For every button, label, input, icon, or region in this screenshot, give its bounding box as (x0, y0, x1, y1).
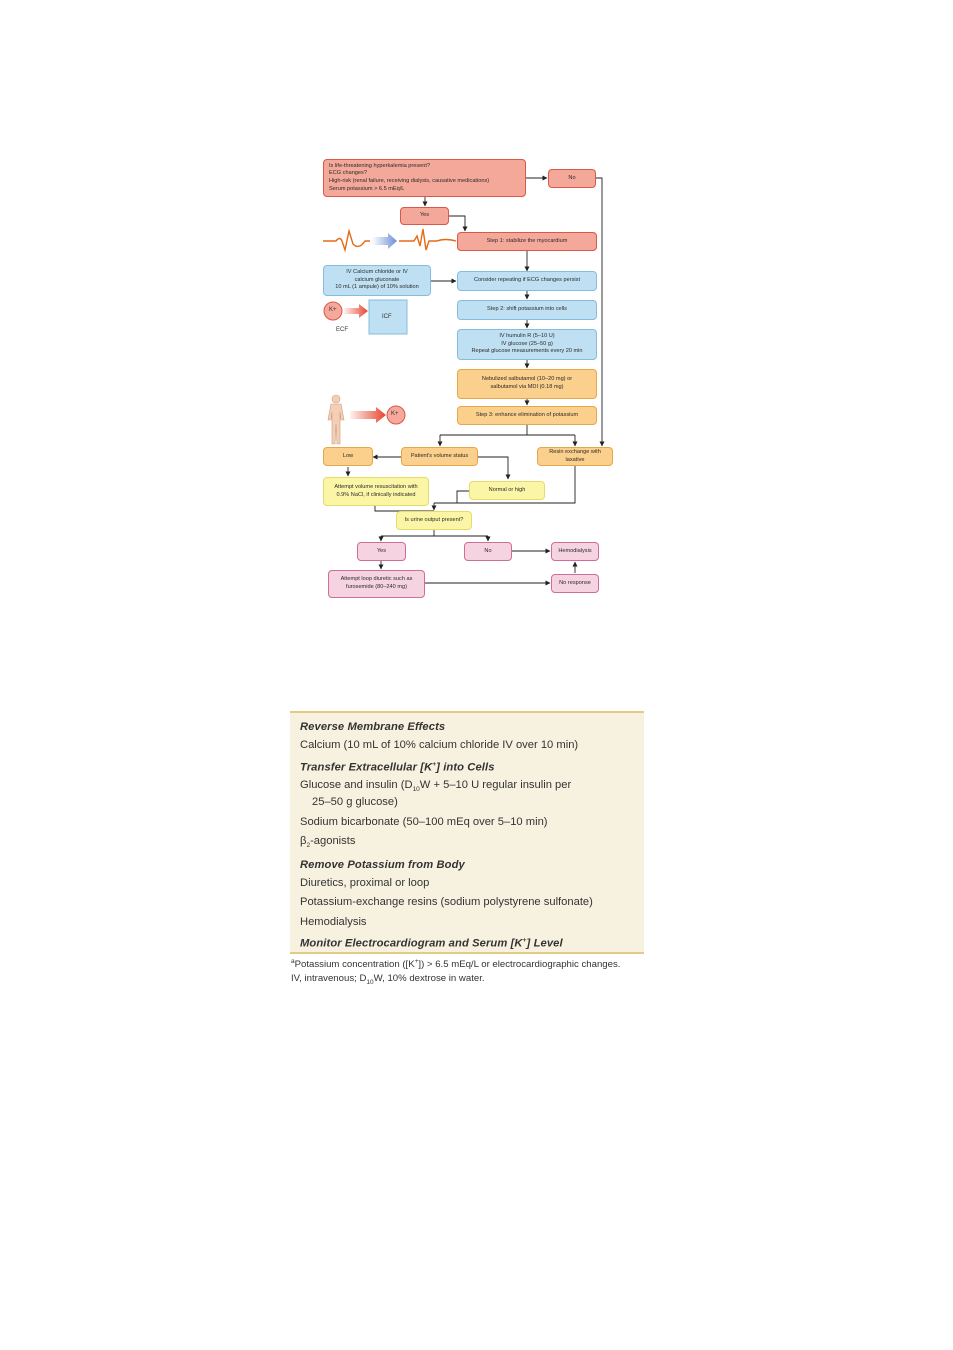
loop-diuretic-box: Attempt loop diuretic such as furosemide… (328, 570, 425, 598)
arrow-right-icon (344, 304, 368, 318)
section-heading: Reverse Membrane Effects (300, 721, 446, 733)
resin-line: Resin exchange with (549, 448, 601, 455)
section-heading: Monitor Electrocardiogram and Serum [K+]… (300, 937, 563, 951)
table-item: Calcium (10 mL of 10% calcium chloride I… (300, 739, 579, 751)
step1-box: Step 1: stabilize the myocardium (457, 232, 597, 251)
calcium-line: IV Calcium chloride or IV (346, 269, 408, 276)
low-box: Low (323, 447, 373, 466)
question-line: ECG changes? (329, 170, 367, 177)
volume-status-box: Patient's volume status (401, 447, 478, 466)
table-item: Sodium bicarbonate (50–100 mEq over 5–10… (300, 815, 548, 828)
yes-box-top: Yes (400, 207, 449, 225)
ecf-label: ECF (336, 327, 348, 333)
calcium-line: calcium gluconate (354, 276, 400, 283)
section-heading: Remove Potassium from Body (300, 858, 465, 871)
table-item: Hemodialysis (300, 915, 367, 928)
table-item: Potassium-exchange resins (sodium polyst… (300, 896, 593, 909)
step2-box: Step 2: shift potassium into cells (457, 300, 597, 320)
potassium-ion-icon (323, 301, 343, 321)
insulin-line: IV glucose (25–50 g) (501, 340, 553, 347)
no-box-top: No (548, 169, 596, 188)
potassium-ion-icon (386, 405, 406, 425)
hyperkalemia-question-box: Is life-threatening hyperkalemia present… (323, 159, 526, 197)
table-item: β2-agonists (300, 835, 356, 850)
footnote-line: IV, intravenous; D10W, 10% dextrose in w… (291, 973, 485, 986)
footnote: aPotassium concentration ([K+]) > 6.5 mE… (291, 957, 651, 987)
arrow-right-icon (350, 407, 386, 423)
icf-cell (368, 299, 408, 335)
table-item: Diuretics, proximal or loop (300, 876, 430, 889)
question-line: High-risk (renal failure, receiving dial… (329, 178, 490, 184)
normal-high-box: Normal or high (469, 481, 545, 500)
resuscitation-line: Attempt volume resuscitation with (334, 483, 418, 490)
resin-line: laxative (565, 456, 585, 463)
footnote-line: aPotassium concentration ([K+]) > 6.5 mE… (291, 958, 621, 971)
loop-line: furosemide (80–240 mg) (346, 584, 407, 590)
resuscitation-box: Attempt volume resuscitation with 0.9% N… (323, 477, 429, 506)
insulin-line: IV humulin R (5–10 U) (499, 333, 555, 340)
hemodialysis-box: Hemodialysis (551, 542, 599, 561)
table-item: Glucose and insulin (D10W + 5–10 U regul… (300, 779, 572, 808)
question-line: Is life-threatening hyperkalemia present… (329, 162, 431, 169)
loop-line: Attempt loop diuretic such as (340, 576, 413, 583)
step3-box: Step 3: enhance elimination of potassium (457, 406, 597, 425)
ecg-trace-icon (323, 228, 457, 253)
potassium-label: K+ (391, 411, 399, 417)
icf-label: ICF (382, 314, 392, 320)
treatment-table: Reverse Membrane Effects Calcium (10 mL … (290, 711, 644, 954)
potassium-label: K+ (329, 307, 337, 313)
resuscitation-line: 0.9% NaCl, if clinically indicated (336, 491, 416, 498)
yes-box-bottom: Yes (357, 542, 406, 561)
no-box-bottom: No (464, 542, 512, 561)
insulin-line: Repeat glucose measurements every 20 min (471, 348, 583, 355)
arrow-right-icon (372, 233, 397, 249)
salbutamol-line: Nebulized salbutamol (10–20 mg) or (481, 376, 573, 383)
human-body-icon (327, 394, 345, 445)
calcium-line: 10 mL (1 ampule) of 10% solution (335, 284, 419, 291)
calcium-box: IV Calcium chloride or IV calcium glucon… (323, 265, 431, 296)
salbutamol-box: Nebulized salbutamol (10–20 mg) or salbu… (457, 369, 597, 399)
no-response-box: No response (551, 574, 599, 593)
urine-question-box: Is urine output present? (396, 511, 472, 530)
resin-box: Resin exchange with laxative (537, 447, 613, 466)
flowchart-connectors (323, 175, 605, 586)
question-line: Serum potassium > 6.5 mEq/L (329, 185, 405, 192)
salbutamol-line: salbutamol via MDI (0.18 mg) (490, 384, 564, 390)
repeat-box: Consider repeating if ECG changes persis… (457, 271, 597, 291)
section-heading: Transfer Extracellular [K+] into Cells (300, 760, 495, 774)
insulin-box: IV humulin R (5–10 U) IV glucose (25–50 … (457, 329, 597, 360)
